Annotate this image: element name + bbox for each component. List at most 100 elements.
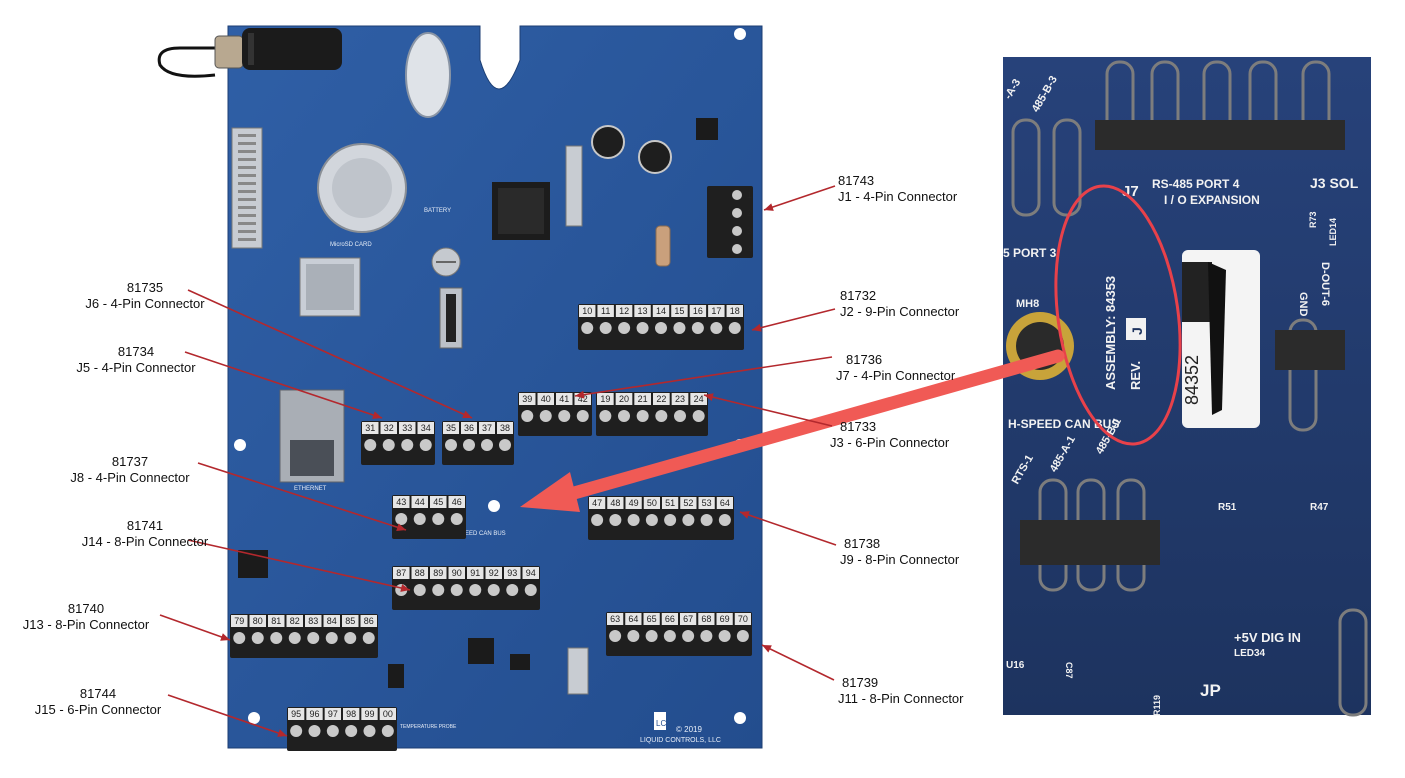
mounting-hole-2 bbox=[248, 712, 260, 724]
photo-c87: C87 bbox=[1064, 662, 1074, 679]
photo-r73: R73 bbox=[1308, 211, 1318, 228]
pin-label-bg bbox=[324, 708, 341, 720]
callout-j3-part: 81733 bbox=[840, 419, 877, 434]
callout-j2-part: 81732 bbox=[840, 288, 877, 303]
pin-number: 3 bbox=[747, 226, 752, 236]
pin-label-bg bbox=[305, 615, 322, 627]
pin-number: 82 bbox=[290, 616, 300, 626]
terminal-screw bbox=[655, 322, 667, 334]
terminal-screw bbox=[732, 208, 742, 218]
pin-number: 51 bbox=[665, 498, 675, 508]
pin-number: 37 bbox=[482, 423, 492, 433]
leader-arrowhead-j14 bbox=[400, 584, 410, 592]
pin-label-bg bbox=[615, 305, 633, 317]
terminal-screw bbox=[395, 513, 408, 525]
photo-u16: U16 bbox=[1006, 660, 1025, 671]
pin-label-bg bbox=[306, 708, 323, 720]
pin-number: 50 bbox=[647, 498, 657, 508]
terminal-screw bbox=[481, 439, 493, 451]
callout-j15-desc: J15 - 6-Pin Connector bbox=[34, 702, 162, 717]
pin-label-bg bbox=[671, 305, 688, 317]
photo-dig-in: +5V DIG IN bbox=[1234, 630, 1301, 645]
terminal-screw bbox=[664, 514, 677, 526]
mounting-hole-1 bbox=[488, 500, 500, 512]
callout-j13: 81740 J13 - 8-Pin Connector bbox=[0, 601, 172, 633]
pin-label-bg bbox=[467, 567, 484, 579]
terminal-screw bbox=[524, 584, 537, 596]
photo-r51: R51 bbox=[1218, 502, 1237, 513]
terminal-screw bbox=[487, 584, 500, 596]
terminal-screw bbox=[445, 439, 457, 451]
pin-label-bg bbox=[680, 497, 697, 509]
terminal-screw bbox=[682, 514, 695, 526]
pin-label-bg bbox=[652, 305, 670, 317]
pin-number: 89 bbox=[433, 568, 443, 578]
pin-label-bg bbox=[634, 305, 651, 317]
terminal-screw bbox=[326, 725, 339, 737]
terminal-screw bbox=[432, 584, 445, 596]
pin-number: 31 bbox=[365, 423, 375, 433]
pin-label-bg bbox=[607, 497, 624, 509]
pin-label-bg bbox=[504, 567, 521, 579]
company-text: LIQUID CONTROLS, LLC bbox=[640, 737, 721, 744]
leader-line-j2 bbox=[751, 308, 836, 331]
callout-j15: 81744 J15 - 6-Pin Connector bbox=[8, 686, 188, 718]
terminal-screw bbox=[307, 632, 320, 644]
pin-label-bg bbox=[411, 567, 428, 579]
terminal-screw bbox=[732, 190, 742, 200]
leader-line-j6 bbox=[187, 289, 473, 419]
callout-j5-desc: J5 - 4-Pin Connector bbox=[76, 360, 196, 375]
leader-arrowhead-j1 bbox=[764, 203, 774, 211]
callout-j2-desc: J2 - 9-Pin Connector bbox=[840, 304, 960, 319]
copyright-text: © 2019 bbox=[676, 725, 702, 734]
terminal-screw bbox=[506, 584, 519, 596]
terminal-screw bbox=[413, 513, 426, 525]
pin-number: 79 bbox=[234, 616, 244, 626]
pin-label-bg bbox=[643, 613, 660, 625]
terminal-screw bbox=[718, 514, 731, 526]
callout-j1: 81743 J1 - 4-Pin Connector bbox=[790, 173, 990, 205]
terminal-screw bbox=[627, 514, 640, 526]
capacitor-1 bbox=[591, 125, 625, 159]
pin-number: 81 bbox=[271, 616, 281, 626]
can-bus-silk: HIGH-SPEED CAN BUS bbox=[440, 531, 506, 537]
pin-number: 38 bbox=[500, 423, 510, 433]
programming-header bbox=[567, 647, 589, 695]
terminal-screw bbox=[381, 725, 394, 737]
callout-j8-part: 81737 bbox=[111, 454, 149, 469]
pin-number: 80 bbox=[253, 616, 263, 626]
fuse bbox=[655, 225, 671, 267]
terminal-screw bbox=[627, 630, 640, 642]
pin-label-bg bbox=[448, 496, 465, 508]
terminal-screw bbox=[599, 410, 612, 422]
pin-label-bg bbox=[597, 305, 614, 317]
photo-rev: REV. bbox=[1128, 361, 1143, 390]
pin-number: 24 bbox=[694, 394, 704, 404]
callout-j1-part: 81743 bbox=[838, 173, 875, 188]
pin-number: 43 bbox=[396, 497, 406, 507]
terminal-screw bbox=[636, 322, 649, 334]
pin-number: 69 bbox=[720, 614, 730, 624]
terminal-screw bbox=[700, 630, 713, 642]
ic-u3 bbox=[510, 654, 530, 670]
pin-label-bg bbox=[634, 393, 651, 405]
photo-r119: R119 bbox=[1152, 695, 1162, 716]
pin-number: 88 bbox=[415, 568, 425, 578]
pin-number: 48 bbox=[610, 498, 620, 508]
photo-io-expansion: I / O EXPANSION bbox=[1164, 193, 1260, 207]
pin-number: 93 bbox=[507, 568, 517, 578]
pin-label-bg bbox=[430, 496, 447, 508]
leader-line-j1 bbox=[763, 185, 836, 211]
pin-label-bg bbox=[734, 613, 751, 625]
temp-probe-silk: TEMPERATURE PROBE bbox=[400, 724, 457, 730]
terminal-screw bbox=[732, 244, 742, 254]
terminal-body-j11 bbox=[606, 612, 752, 656]
pin-number: 18 bbox=[730, 306, 740, 316]
pin-label-bg bbox=[361, 708, 378, 720]
pin-number: 87 bbox=[396, 568, 406, 578]
